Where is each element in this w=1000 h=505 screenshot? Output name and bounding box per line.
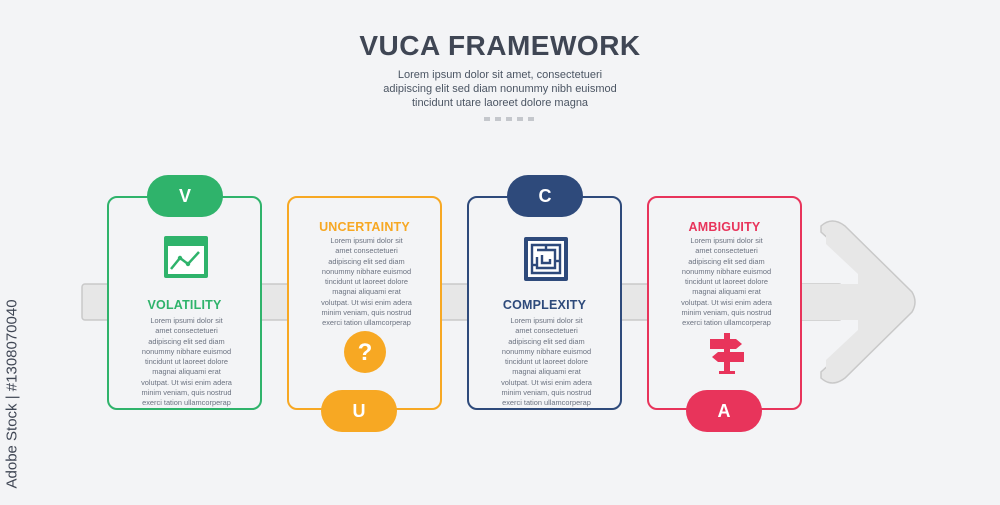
body-line: tincidunt ut laoreet dolore [145,357,228,367]
card-body: Lorem ipsumi dolor sit amet consectetuer… [301,236,432,329]
letter-badge-v: V [147,175,223,217]
body-line: amet consectetueri [695,246,758,256]
subtitle-line: Lorem ipsum dolor sit amet, consectetuer… [397,69,603,81]
subtitle: Lorem ipsum dolor sit amet, consectetuer… [350,68,650,110]
body-line: magnai aliquami erat [512,367,581,377]
svg-text:?: ? [358,339,373,366]
card-body: Lorem ipsumi dolor sit amet consectetuer… [481,316,612,409]
body-line: magnai aliquami erat [332,287,401,297]
body-line: magnai aliquami erat [692,287,761,297]
maze-icon [524,237,568,286]
card-uncertainty: UNCERTAINTY Lorem ipsumi dolor sit amet … [287,196,442,410]
card-title: UNCERTAINTY [319,220,410,234]
body-line: adipiscing elit sed diam [148,336,225,346]
body-line: adipiscing elit sed diam [328,256,405,266]
subtitle-line: tincidunt utare laoreet dolore magna [411,97,589,109]
body-line: nonummy nibhare euismod [321,266,412,276]
chart-window-icon [164,236,208,283]
body-line: Lorem ipsumi dolor sit [150,316,223,325]
body-line: amet consectetueri [155,326,218,336]
body-line: minim veniam, quis nostrud [141,388,232,398]
card-ambiguity: AMBIGUITY Lorem ipsumi dolor sit amet co… [647,196,802,410]
body-line: exerci tation ullamcorperap [682,318,771,328]
card-body: Lorem ipsumi dolor sit amet consectetuer… [121,316,252,409]
body-line: Lorem ipsumi dolor sit [330,236,403,245]
letter-badge-c: C [507,175,583,217]
body-line: minim veniam, quis nostrud [681,308,772,318]
card-body: Lorem ipsumi dolor sit amet consectetuer… [661,236,792,329]
body-line: exerci tation ullamcorperap [502,398,591,408]
body-line: minim veniam, quis nostrud [321,308,412,318]
body-line: Lorem ipsumi dolor sit [510,316,583,325]
card-title: VOLATILITY [147,298,222,312]
decorative-dots [484,117,534,121]
body-line: minim veniam, quis nostrud [501,388,592,398]
signpost-icon [706,331,748,380]
card-complexity: COMPLEXITY Lorem ipsumi dolor sit amet c… [467,196,622,410]
body-line: tincidunt ut laoreet dolore [505,357,588,367]
body-line: tincidunt ut laoreet dolore [325,277,408,287]
card-volatility: VOLATILITY Lorem ipsumi dolor sit amet c… [107,196,262,410]
letter-badge-a: A [686,390,762,432]
body-line: adipiscing elit sed diam [508,336,585,346]
body-line: nonummy nibhare euismod [501,346,592,356]
stock-watermark-text: Adobe Stock | #1308070040 [3,299,21,489]
subtitle-line: adipiscing elit sed diam nonummy nibh eu… [383,83,617,95]
body-line: amet consectetueri [515,326,578,336]
body-line: amet consectetueri [335,246,398,256]
body-line: nonummy nibhare euismod [141,346,232,356]
card-title: COMPLEXITY [502,298,587,312]
body-line: tincidunt ut laoreet dolore [685,277,768,287]
body-line: exerci tation ullamcorperap [322,318,411,328]
body-line: volutpat. Ut wisi enim adera [321,297,412,307]
body-line: adipiscing elit sed diam [688,256,765,266]
body-line: nonummy nibhare euismod [681,266,772,276]
page-title: VUCA FRAMEWORK [359,30,641,61]
letter-badge-u: U [321,390,397,432]
card-title: AMBIGUITY [688,220,761,234]
body-line: Lorem ipsumi dolor sit [690,236,763,245]
body-line: volutpat. Ut wisi enim adera [141,377,232,387]
question-icon: ? [343,330,387,379]
body-line: volutpat. Ut wisi enim adera [681,297,772,307]
body-line: exerci tation ullamcorperap [142,398,231,408]
body-line: volutpat. Ut wisi enim adera [501,377,592,387]
body-line: magnai aliquami erat [152,367,221,377]
